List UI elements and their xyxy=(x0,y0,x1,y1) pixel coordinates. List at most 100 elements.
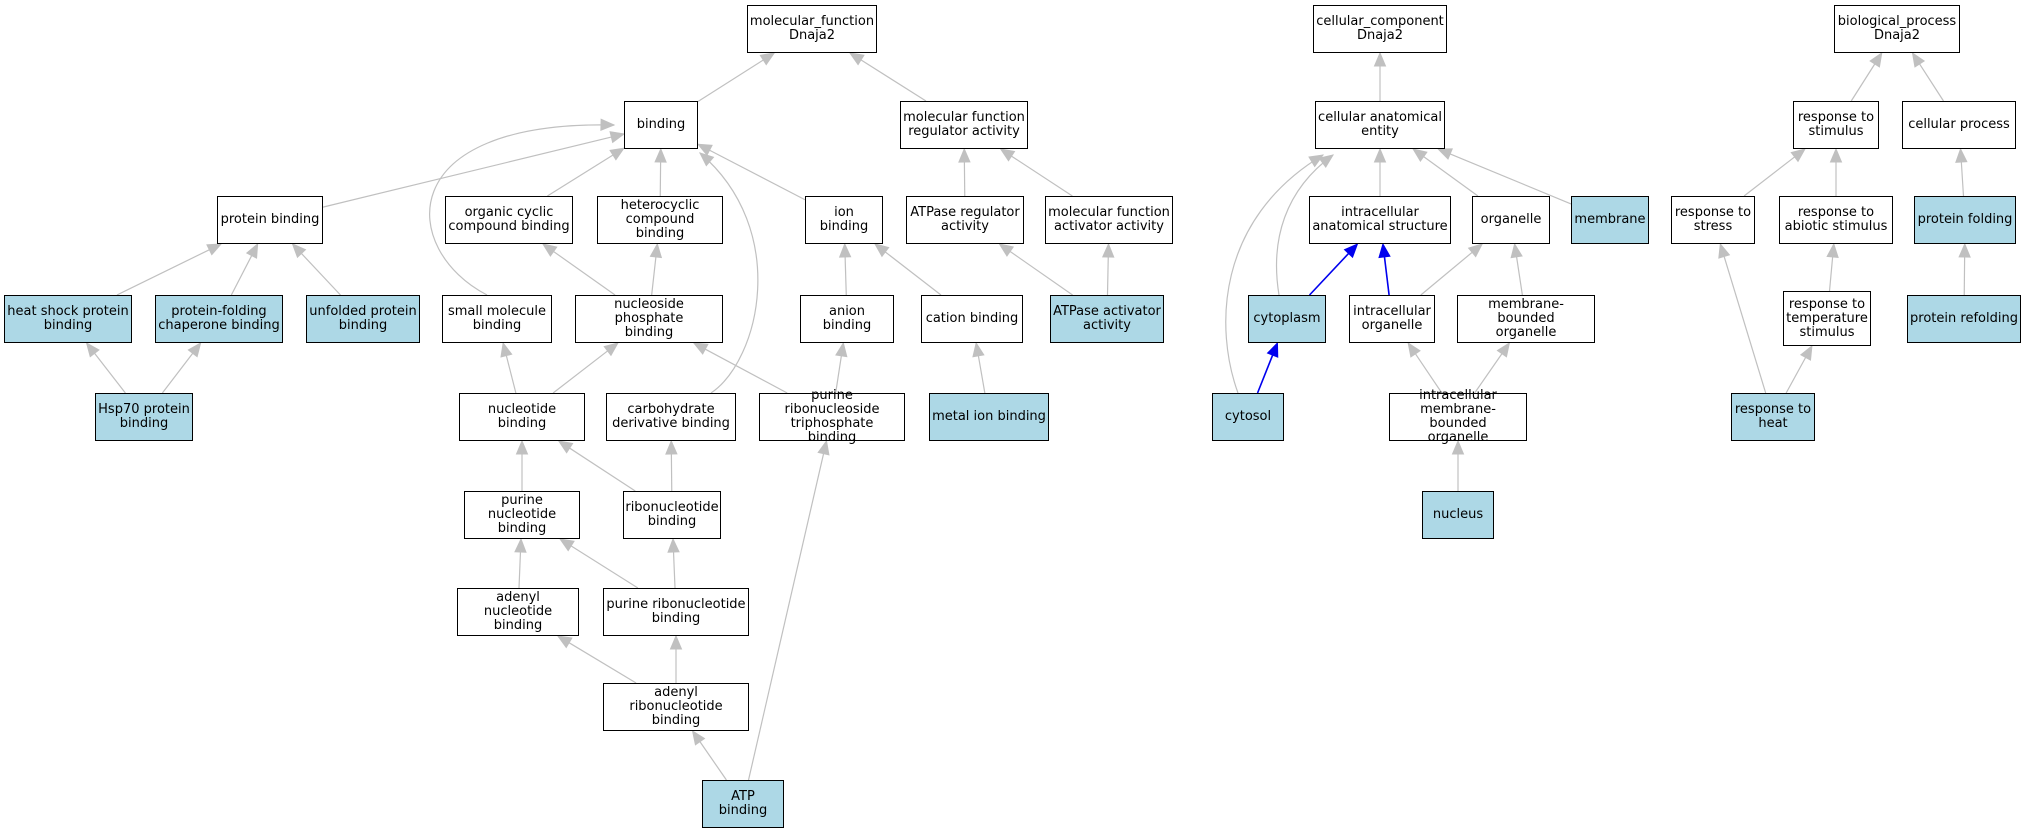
node-adenyl-ribonucleotide-binding[interactable]: adenyl ribonucleotide binding xyxy=(603,683,749,731)
edge-response_stress-to-response_stimulus xyxy=(1743,155,1796,197)
node-response-to-stimulus[interactable]: response to stimulus xyxy=(1793,101,1879,149)
edge-arrowhead xyxy=(999,148,1016,162)
node-protein-folding[interactable]: protein folding xyxy=(1914,196,2016,244)
edge-protein_folding_chaperone-to-protein_binding xyxy=(230,254,253,296)
node-cellular-component-root[interactable]: cellular_component Dnaja2 xyxy=(1313,5,1447,53)
edge-arrowhead xyxy=(696,143,713,156)
node-response-to-abiotic-stimulus[interactable]: response to abiotic stimulus xyxy=(1779,196,1893,244)
edge-arrowhead xyxy=(848,52,865,66)
node-response-to-temperature-stimulus[interactable]: response to temperature stimulus xyxy=(1783,291,1871,346)
node-cytosol[interactable]: cytosol xyxy=(1212,393,1284,441)
edge-arrowhead xyxy=(1318,154,1335,169)
node-cellular-anatomical-entity[interactable]: cellular anatomical entity xyxy=(1315,101,1445,149)
edge-arrowhead xyxy=(603,342,619,357)
node-atpase-regulator-activity[interactable]: ATPase regulator activity xyxy=(906,196,1024,244)
edge-arrowhead xyxy=(874,243,890,258)
edge-cellular_process-to-bp_root xyxy=(1918,62,1945,102)
edge-arrowhead xyxy=(1718,242,1731,259)
edge-arrowhead xyxy=(692,342,709,355)
edge-arrowhead xyxy=(1343,243,1359,259)
node-molecular-function-activator-activity[interactable]: molecular function activator activity xyxy=(1045,196,1173,244)
edge-membrane_bounded-to-organelle xyxy=(1515,255,1523,296)
node-molecular-function-regulator-activity[interactable]: molecular function regulator activity xyxy=(900,101,1028,149)
node-nucleus[interactable]: nucleus xyxy=(1422,491,1494,539)
edge-mf_activator-to-mf_regulator xyxy=(1010,155,1073,197)
node-cation-binding[interactable]: cation binding xyxy=(921,295,1023,343)
node-metal-ion-binding[interactable]: metal ion binding xyxy=(929,393,1049,441)
edge-arrowhead xyxy=(609,147,626,161)
edge-arrowhead xyxy=(1467,243,1484,258)
edge-atp_binding-to-purine_ribonucleoside_tp xyxy=(747,452,825,781)
edge-arrowhead xyxy=(1451,439,1465,455)
edge-response_heat-to-response_stress xyxy=(1723,255,1767,394)
node-hsp70-protein-binding[interactable]: Hsp70 protein binding xyxy=(95,393,193,441)
node-nucleotide-binding[interactable]: nucleotide binding xyxy=(459,393,585,441)
edge-intracellular_organelle-to-organelle xyxy=(1420,251,1474,296)
node-heat-shock-protein-binding[interactable]: heat shock protein binding xyxy=(4,295,132,343)
edge-arrowhead xyxy=(187,341,202,358)
node-protein-binding[interactable]: protein binding xyxy=(217,196,323,244)
edge-atp_binding-to-adenyl_ribonucleotide xyxy=(698,740,727,781)
edge-ribonucleotide-to-nucleotide_binding xyxy=(568,447,636,492)
edge-intracellular_membrane_bounded-to-membrane_bounded xyxy=(1474,352,1503,394)
edge-purine_ribonucleoside_tp-to-anion_binding xyxy=(835,354,843,394)
edge-arrowhead xyxy=(1266,341,1279,358)
edge-arrowhead xyxy=(559,538,575,552)
edge-adenyl_nucleotide-to-purine_nucleotide xyxy=(518,550,522,589)
edge-protein_binding-to-binding xyxy=(322,136,613,208)
node-atp-binding[interactable]: ATP binding xyxy=(702,780,784,828)
edge-protein_folding-to-cellular_process xyxy=(1960,160,1965,197)
edge-purine_ribonucleotide-to-ribonucleotide xyxy=(672,550,676,589)
node-organelle[interactable]: organelle xyxy=(1472,196,1550,244)
edge-arrowhead xyxy=(85,341,100,358)
node-cytoplasm[interactable]: cytoplasm xyxy=(1248,295,1326,343)
node-unfolded-protein-binding[interactable]: unfolded protein binding xyxy=(306,295,420,343)
node-anion-binding[interactable]: anion binding xyxy=(800,295,894,343)
node-intracellular-anatomical-structure[interactable]: intracellular anatomical structure xyxy=(1309,196,1451,244)
edge-arrowhead xyxy=(515,439,529,455)
edge-arrowhead xyxy=(835,341,848,358)
node-membrane[interactable]: membrane xyxy=(1571,196,1649,244)
node-cellular-process[interactable]: cellular process xyxy=(1902,101,2016,149)
node-heterocyclic-compound-binding[interactable]: heterocyclic compound binding xyxy=(597,196,723,244)
node-ion-binding[interactable]: ion binding xyxy=(805,196,883,244)
node-purine-ribonucleotide-binding[interactable]: purine ribonucleotide binding xyxy=(603,588,749,636)
node-intracellular-membrane-bounded-organelle[interactable]: intracellular membrane-bounded organelle xyxy=(1389,389,1527,445)
edge-anion_binding-to-ion_binding xyxy=(844,255,847,296)
edge-arrowhead xyxy=(699,152,715,167)
edge-arrowhead xyxy=(1412,148,1428,162)
edge-organelle-to-cellular_anatomical xyxy=(1422,155,1479,197)
node-purine-ribonucleoside-triphosphate-binding[interactable]: purine ribonucleoside triphosphate bindi… xyxy=(759,389,905,445)
edge-arrowhead xyxy=(1799,344,1813,361)
node-adenyl-nucleotide-binding[interactable]: adenyl nucleotide binding xyxy=(457,588,579,636)
edge-hsp70-to-protein_folding_chaperone xyxy=(161,352,194,394)
node-response-to-stress[interactable]: response to stress xyxy=(1671,196,1755,244)
edge-arrowhead xyxy=(1373,147,1387,163)
edge-binding-to-mf_root xyxy=(697,58,765,102)
edge-arrowhead xyxy=(609,131,626,144)
node-organic-cyclic-compound-binding[interactable]: organic cyclic compound binding xyxy=(445,196,573,244)
node-molecular-function-root[interactable]: molecular_function Dnaja2 xyxy=(747,5,877,53)
node-atpase-activator-activity[interactable]: ATPase activator activity xyxy=(1050,295,1164,343)
node-purine-nucleotide-binding[interactable]: purine nucleotide binding xyxy=(464,491,580,539)
edge-arrowhead xyxy=(1308,154,1325,168)
node-intracellular-organelle[interactable]: intracellular organelle xyxy=(1349,295,1435,343)
node-membrane-bounded-organelle[interactable]: membrane-bounded organelle xyxy=(1457,295,1595,343)
node-nucleoside-phosphate-binding[interactable]: nucleoside phosphate binding xyxy=(575,295,723,343)
node-protein-folding-chaperone-binding[interactable]: protein-folding chaperone binding xyxy=(155,295,283,343)
node-binding[interactable]: binding xyxy=(624,101,698,149)
node-small-molecule-binding[interactable]: small molecule binding xyxy=(442,295,552,343)
edge-cation_binding-to-ion_binding xyxy=(884,250,942,296)
edge-organic_cyclic-to-binding xyxy=(547,153,615,197)
edge-intracellular_membrane_bounded-to-intracellular_organelle xyxy=(1414,352,1443,394)
node-carbohydrate-derivative-binding[interactable]: carbohydrate derivative binding xyxy=(606,393,736,441)
node-protein-refolding[interactable]: protein refolding xyxy=(1907,295,2021,343)
node-biological-process-root[interactable]: biological_process Dnaja2 xyxy=(1834,5,1960,53)
edge-cytoplasm-to-cellular_anatomical xyxy=(1275,154,1334,296)
node-response-to-heat[interactable]: response to heat xyxy=(1731,393,1815,441)
edge-response_heat-to-response_temperature xyxy=(1785,356,1807,394)
edge-arrowhead xyxy=(556,635,573,649)
edge-arrowhead xyxy=(1869,51,1883,68)
node-ribonucleotide-binding[interactable]: ribonucleotide binding xyxy=(623,491,721,539)
edge-arrowhead xyxy=(1373,51,1387,67)
